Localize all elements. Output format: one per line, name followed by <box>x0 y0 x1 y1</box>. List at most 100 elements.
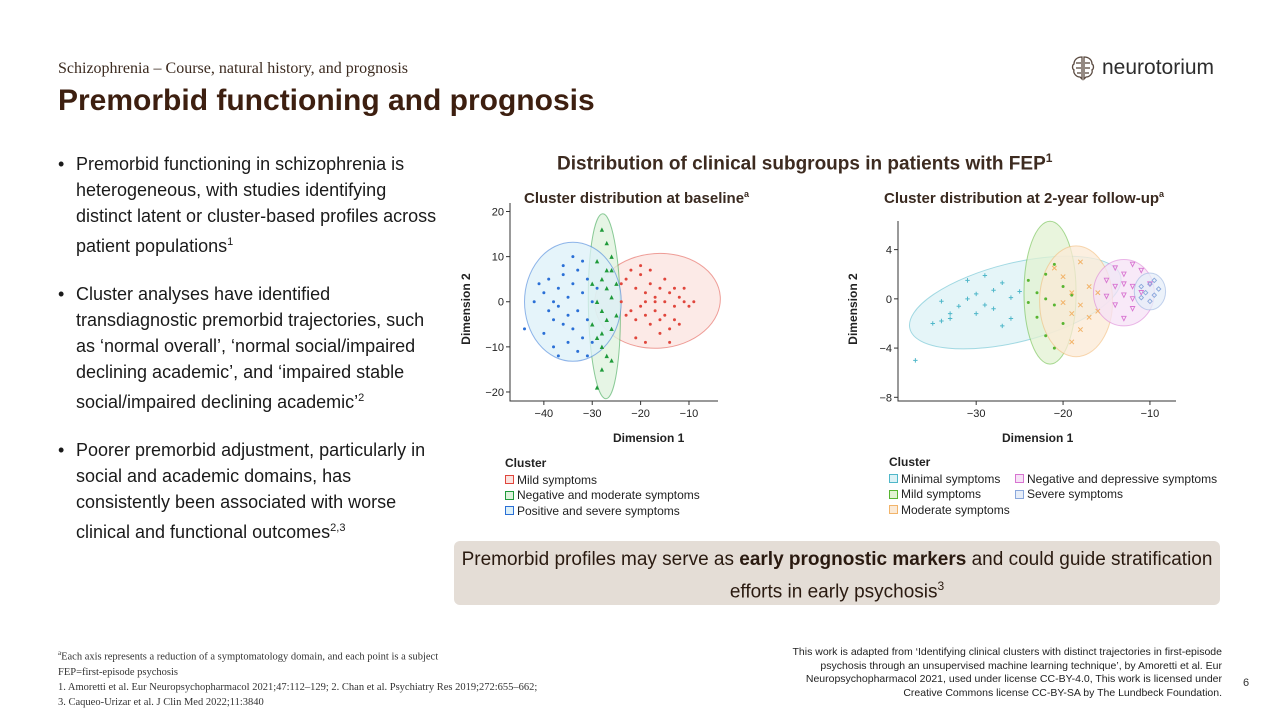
data-point <box>604 317 609 322</box>
page-title: Premorbid functioning and prognosis <box>58 84 595 117</box>
data-point <box>1112 265 1119 272</box>
data-point <box>1138 267 1145 274</box>
series-moderate-symptoms <box>1051 259 1101 345</box>
data-point <box>1147 298 1153 305</box>
legend-item-minimal-symptoms: Minimal symptoms <box>889 471 1015 487</box>
series-minimal-symptoms <box>913 273 1022 363</box>
brain-logo-icon <box>1071 56 1095 81</box>
license-text: This work is adapted from ‘Identifying c… <box>792 646 1222 699</box>
data-point <box>982 273 988 278</box>
data-point <box>672 318 676 322</box>
bullet-text: Poorer premorbid adjustment, particularl… <box>76 440 426 542</box>
data-point <box>594 258 600 264</box>
data-point <box>599 331 605 336</box>
data-point <box>1026 278 1030 282</box>
callout-ref: 3 <box>937 579 945 593</box>
x-tick-label: −40 <box>535 408 554 420</box>
data-point <box>1044 272 1048 276</box>
data-point <box>571 327 575 331</box>
data-point <box>1000 280 1005 286</box>
data-point <box>556 354 560 358</box>
footnote-ref-1: 1. Amoretti et al. Eur Neuropsychopharma… <box>58 681 538 693</box>
legend-label: Moderate symptoms <box>901 502 1010 517</box>
data-point <box>1077 259 1083 265</box>
legend-label: Mild symptoms <box>517 472 598 487</box>
x-tick-label: −30 <box>583 408 602 420</box>
legend-swatch <box>505 490 514 500</box>
data-point <box>614 313 619 318</box>
y-tick-label: −8 <box>879 392 892 404</box>
data-point <box>1069 339 1075 345</box>
data-point <box>687 304 691 308</box>
data-point <box>648 268 652 272</box>
data-point <box>663 277 667 281</box>
legend-swatch <box>505 475 514 485</box>
chart-2-title: Cluster distribution at 2-year follow-up… <box>884 189 1164 207</box>
data-point <box>668 340 672 344</box>
data-point <box>1061 285 1065 289</box>
data-point <box>1008 316 1014 321</box>
legend-title: Cluster <box>505 456 547 470</box>
series-mild-symptoms <box>1026 262 1074 350</box>
data-point <box>1069 290 1075 296</box>
series-negative-and-depressive-symptoms <box>1103 261 1153 322</box>
data-point <box>643 313 647 317</box>
x-tick-label: −20 <box>631 408 650 420</box>
chart-1-title-text: Cluster distribution at baseline <box>524 190 745 207</box>
data-point <box>692 300 696 304</box>
data-point <box>571 282 575 286</box>
page-number: 6 <box>1243 677 1250 689</box>
data-point <box>581 259 585 263</box>
data-point <box>552 300 556 304</box>
data-point <box>639 304 643 308</box>
x-tick-label: −10 <box>1141 408 1160 420</box>
legend-swatch <box>889 474 898 484</box>
data-point <box>663 313 667 317</box>
data-point <box>552 318 556 322</box>
data-point <box>624 313 628 317</box>
bullet-item: Poorer premorbid adjustment, particularl… <box>58 437 438 545</box>
data-point <box>609 326 614 332</box>
data-point <box>672 286 676 290</box>
data-point <box>991 306 996 311</box>
data-point <box>682 300 686 304</box>
data-point <box>939 318 944 324</box>
data-point <box>1151 277 1158 284</box>
bullet-text: Premorbid functioning in schizophrenia i… <box>76 154 437 256</box>
data-point <box>561 273 565 277</box>
series-positive-and-severe-symptoms <box>523 255 599 358</box>
y-tick-label: 10 <box>492 252 504 264</box>
data-point <box>599 308 605 313</box>
data-point <box>1077 327 1083 333</box>
chart-1-title: Cluster distribution at baselinea <box>524 189 749 207</box>
axis-lines <box>897 221 1176 402</box>
data-point <box>1147 281 1153 287</box>
legend-item-positive-and-severe-symptoms: Positive and severe symptoms <box>505 503 700 519</box>
legend-item-moderate-symptoms: Moderate symptoms <box>889 502 1015 518</box>
legend-label: Minimal symptoms <box>901 471 1001 486</box>
legend-item-negative-and-moderate-symptoms: Negative and moderate symptoms <box>505 488 700 504</box>
data-point <box>639 273 643 277</box>
data-point <box>930 321 935 326</box>
data-point <box>629 268 633 272</box>
data-point <box>629 309 633 313</box>
chart-2-xlabel: Dimension 1 <box>1002 431 1074 445</box>
data-point <box>581 336 585 340</box>
data-point <box>594 299 600 304</box>
data-point <box>653 309 657 313</box>
data-point <box>1052 346 1056 350</box>
legend-label: Severe symptoms <box>1027 487 1124 502</box>
cluster-ellipse-positive-and-severe-symptoms <box>524 241 622 362</box>
data-point <box>658 318 662 322</box>
data-point <box>1095 290 1101 296</box>
data-point <box>668 291 672 295</box>
callout-emphasis: early prognostic markers <box>739 549 967 570</box>
legend-label: Negative and depressive symptoms <box>1027 471 1218 486</box>
bullet-item: Cluster analyses have identified transdi… <box>58 281 438 415</box>
bullet-list: Premorbid functioning in schizophrenia i… <box>58 151 438 567</box>
footnote-abbrev: FEP=first-episode psychosis <box>58 666 178 678</box>
data-point <box>604 286 609 291</box>
data-point <box>556 304 560 308</box>
data-point <box>609 267 614 273</box>
